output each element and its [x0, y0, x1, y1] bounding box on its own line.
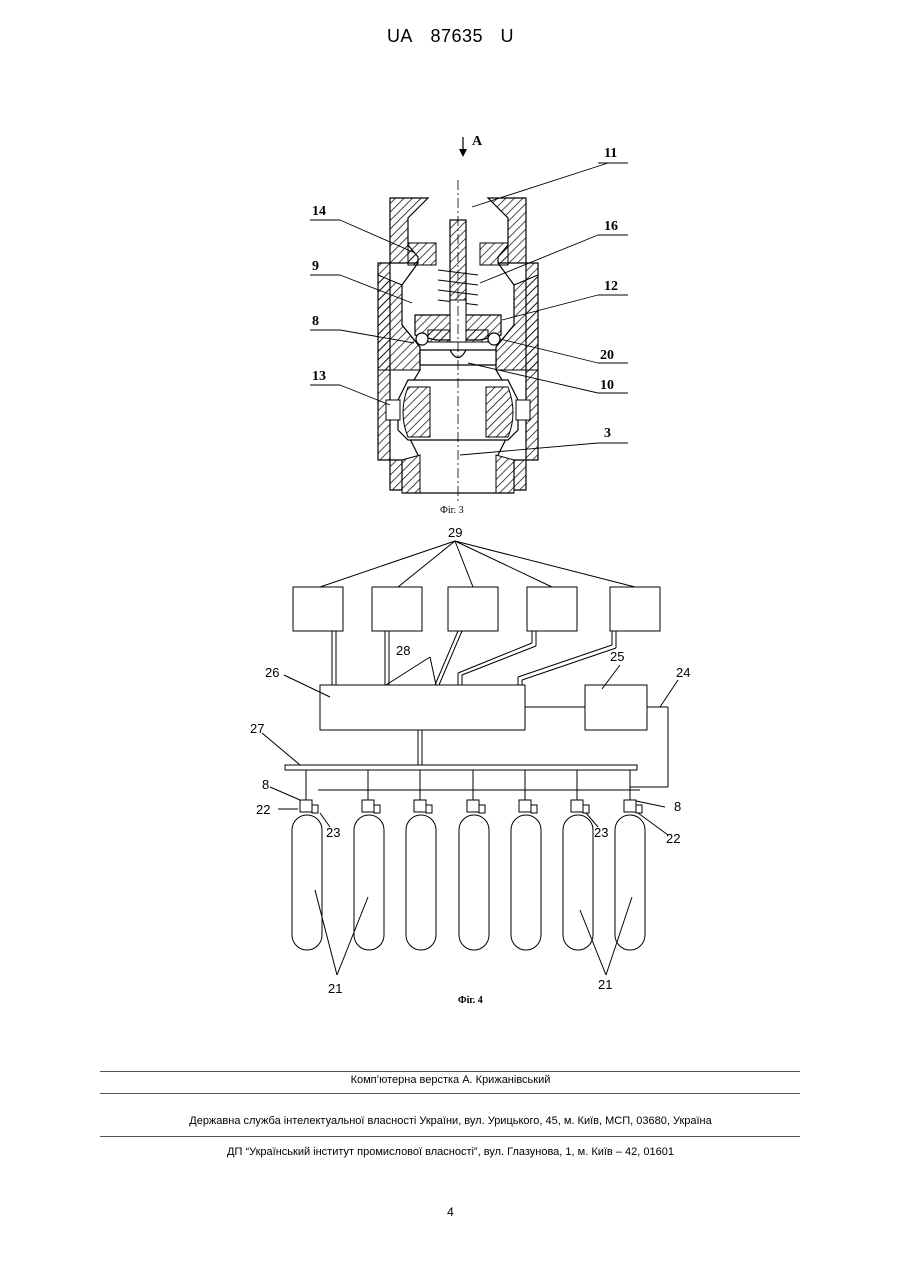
- signal-lines: [332, 631, 616, 685]
- label-16: 16: [604, 219, 618, 234]
- label-8-right: 8: [674, 799, 681, 814]
- label-26: 26: [265, 665, 279, 680]
- view-marker: A: [472, 134, 483, 149]
- patent-number: 87635: [430, 26, 483, 46]
- label-21-left: 21: [328, 981, 342, 996]
- central-unit: [320, 685, 525, 730]
- cylinder-7: [615, 800, 645, 950]
- label-28: 28: [396, 643, 410, 658]
- label-23-left: 23: [326, 825, 340, 840]
- footer-rule-bottom: [100, 1136, 800, 1137]
- label-24: 24: [676, 665, 690, 680]
- layout-credit: Комп’ютерна верстка А. Крижанівський: [0, 1074, 901, 1086]
- view-arrow: [459, 137, 467, 157]
- manifold: [285, 765, 637, 770]
- office-code: UA: [387, 26, 413, 46]
- label-12: 12: [604, 279, 618, 294]
- label-21-right: 21: [598, 977, 612, 992]
- agency-address: Державна служба інтелектуальної власност…: [0, 1115, 901, 1127]
- patent-header: UA 87635 U: [0, 26, 901, 47]
- cylinder-2: [354, 800, 384, 950]
- power-unit: [585, 685, 647, 730]
- label-22-right: 22: [666, 831, 680, 846]
- label-10: 10: [600, 378, 614, 393]
- cylinder-5: [511, 800, 541, 950]
- figure-4-system-diagram: 29 28 26 25 24 27 8 8 22 22 23 23 21 21 …: [240, 525, 700, 1015]
- institute-address: ДП “Український інститут промислової вла…: [0, 1146, 901, 1158]
- controller-box-4: [527, 587, 577, 631]
- footer-rule-top: [100, 1071, 800, 1072]
- leader-29: [320, 541, 635, 587]
- label-14: 14: [312, 204, 326, 219]
- label-8-left: 8: [262, 777, 269, 792]
- label-13: 13: [312, 369, 326, 384]
- cylinder-1: [292, 800, 322, 950]
- label-29: 29: [448, 525, 462, 540]
- footer-rule-middle: [100, 1093, 800, 1094]
- patent-kind: U: [501, 26, 515, 46]
- label-20: 20: [600, 348, 614, 363]
- label-27: 27: [250, 721, 264, 736]
- cylinder-feeders: [306, 770, 640, 800]
- label-22-left: 22: [256, 802, 270, 817]
- figure-3-valve-section: A: [290, 125, 650, 525]
- label-25: 25: [610, 649, 624, 664]
- page-number: 4: [0, 1205, 901, 1219]
- cylinder-4: [459, 800, 489, 950]
- label-9: 9: [312, 259, 319, 274]
- figure-4-caption: Фіг. 4: [458, 995, 483, 1006]
- controller-box-1: [293, 587, 343, 631]
- label-23-right: 23: [594, 825, 608, 840]
- cylinder-6: [563, 800, 593, 950]
- controller-box-2: [372, 587, 422, 631]
- cylinder-3: [406, 800, 436, 950]
- label-3: 3: [604, 426, 611, 441]
- controller-box-3: [448, 587, 498, 631]
- controller-box-5: [610, 587, 660, 631]
- figure-3-caption: Фіг. 3: [440, 505, 464, 516]
- label-11: 11: [604, 146, 617, 161]
- label-8: 8: [312, 314, 319, 329]
